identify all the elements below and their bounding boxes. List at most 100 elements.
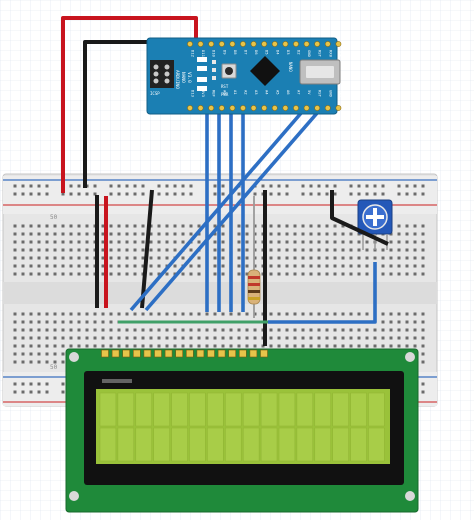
breadboard-hole bbox=[277, 184, 281, 188]
breadboard-hole bbox=[357, 344, 361, 348]
lcd-char-cell bbox=[153, 392, 170, 427]
wire-d11 bbox=[129, 110, 304, 312]
breadboard-hole bbox=[21, 224, 25, 228]
breadboard-hole bbox=[37, 328, 41, 332]
nano-pin-top bbox=[303, 41, 310, 47]
breadboard-hole bbox=[45, 360, 49, 364]
nano-pin-bottom bbox=[293, 105, 299, 111]
breadboard-hole bbox=[197, 312, 201, 316]
breadboard-hole bbox=[405, 192, 409, 196]
breadboard-hole bbox=[13, 224, 17, 228]
breadboard-hole bbox=[181, 192, 185, 196]
breadboard-hole bbox=[293, 264, 297, 268]
breadboard-hole bbox=[101, 336, 105, 340]
nano-pin-label-bottom: GND bbox=[328, 90, 333, 98]
nano-pin-top bbox=[261, 41, 268, 47]
nano-pin-bottom bbox=[187, 105, 193, 111]
breadboard-hole bbox=[325, 264, 329, 268]
breadboard-hole bbox=[349, 240, 353, 244]
breadboard-hole bbox=[149, 344, 153, 348]
breadboard-hole bbox=[317, 272, 321, 276]
lcd-char-cell bbox=[314, 427, 331, 462]
breadboard-hole bbox=[45, 232, 49, 236]
breadboard-hole bbox=[413, 328, 417, 332]
breadboard-hole bbox=[285, 312, 289, 316]
breadboard-hole bbox=[397, 320, 401, 324]
breadboard-hole bbox=[53, 328, 57, 332]
led-indicator bbox=[212, 76, 216, 80]
breadboard-hole bbox=[245, 344, 249, 348]
icsp-pin bbox=[153, 78, 159, 84]
potentiometer bbox=[357, 199, 393, 250]
lcd-header-pin bbox=[196, 349, 205, 358]
lcd-mount-hole bbox=[69, 491, 79, 501]
breadboard-hole bbox=[165, 248, 169, 252]
breadboard-hole bbox=[77, 272, 81, 276]
breadboard-hole bbox=[333, 272, 337, 276]
breadboard-hole bbox=[421, 344, 425, 348]
rail-mark-top: 50 bbox=[50, 214, 58, 221]
breadboard-hole bbox=[149, 256, 153, 260]
lcd-char-cell bbox=[225, 392, 242, 427]
breadboard-hole bbox=[189, 336, 193, 340]
breadboard-hole bbox=[189, 328, 193, 332]
breadboard-hole bbox=[173, 248, 177, 252]
lcd-char-cell bbox=[332, 427, 349, 462]
breadboard-hole bbox=[45, 390, 49, 394]
breadboard-hole bbox=[421, 224, 425, 228]
breadboard-hole bbox=[357, 312, 361, 316]
breadboard-hole bbox=[45, 240, 49, 244]
breadboard-hole bbox=[173, 240, 177, 244]
breadboard-hole bbox=[141, 240, 145, 244]
lcd-header-pin bbox=[186, 349, 194, 358]
breadboard-hole bbox=[301, 264, 305, 268]
lcd-char-cell bbox=[99, 392, 117, 427]
breadboard-hole bbox=[389, 344, 393, 348]
nano-pin-top bbox=[208, 41, 215, 47]
lcd-header-pin bbox=[175, 349, 183, 358]
breadboard-hole bbox=[237, 328, 241, 332]
lcd-char-cell bbox=[260, 427, 278, 462]
lcd-char-cell bbox=[207, 427, 224, 462]
breadboard-hole bbox=[141, 224, 145, 228]
breadboard-hole bbox=[101, 264, 105, 268]
breadboard-hole bbox=[381, 256, 385, 260]
breadboard-hole bbox=[333, 192, 337, 196]
breadboard-hole bbox=[277, 328, 281, 332]
lcd-bezel-highlight bbox=[102, 379, 132, 383]
breadboard-hole bbox=[21, 312, 25, 316]
nano-pin-top bbox=[335, 41, 342, 47]
breadboard-hole bbox=[21, 248, 25, 252]
breadboard-hole bbox=[21, 352, 25, 356]
nano-pin-top bbox=[218, 41, 225, 47]
breadboard-hole bbox=[157, 344, 161, 348]
breadboard-hole bbox=[29, 264, 33, 268]
breadboard-hole bbox=[21, 240, 25, 244]
breadboard-hole bbox=[413, 232, 417, 236]
breadboard-hole bbox=[61, 352, 65, 356]
breadboard-hole bbox=[181, 184, 185, 188]
breadboard-hole bbox=[277, 192, 281, 196]
breadboard-hole bbox=[213, 344, 217, 348]
nano-pin-label-bottom: A4 bbox=[265, 90, 270, 95]
breadboard-hole bbox=[21, 192, 25, 196]
nano-pin-top bbox=[197, 41, 204, 47]
breadboard-hole bbox=[77, 192, 81, 196]
breadboard-hole bbox=[13, 382, 17, 386]
breadboard-hole bbox=[13, 336, 17, 340]
breadboard-hole bbox=[269, 248, 273, 252]
breadboard-hole bbox=[61, 360, 65, 364]
breadboard-hole bbox=[221, 344, 225, 348]
breadboard-hole bbox=[221, 184, 225, 188]
lcd-char-cell bbox=[296, 392, 314, 427]
breadboard-hole bbox=[13, 312, 17, 316]
breadboard-hole bbox=[309, 240, 313, 244]
breadboard-hole bbox=[149, 264, 153, 268]
nano-pin-bottom bbox=[208, 105, 215, 111]
breadboard-hole bbox=[61, 256, 65, 260]
breadboard-hole bbox=[341, 248, 345, 252]
breadboard-hole bbox=[213, 248, 217, 252]
nano-pin-label-bottom: A3 bbox=[254, 90, 259, 95]
breadboard-hole bbox=[173, 328, 177, 332]
nano-pin-label-bottom: 5V bbox=[307, 90, 312, 95]
